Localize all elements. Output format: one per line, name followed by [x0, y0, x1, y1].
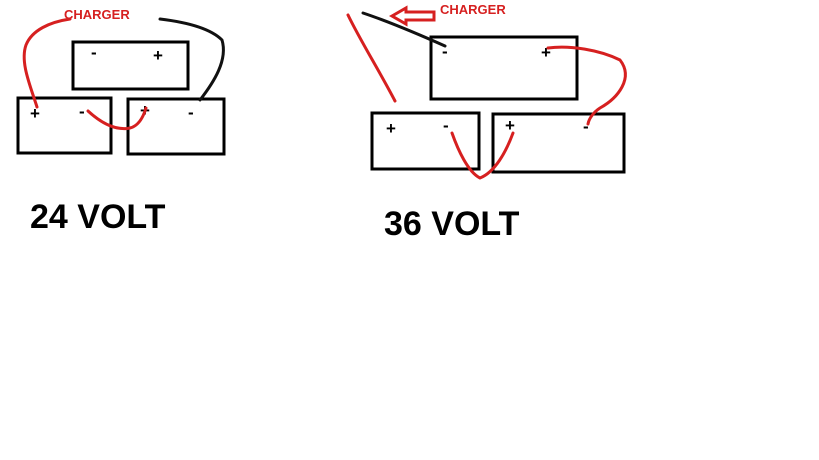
diagram-24-volt: - + + - + - CHARGER 24 VOLT	[16, 7, 226, 236]
terminal-negative: -	[188, 103, 194, 122]
charger-label: CHARGER	[64, 7, 130, 22]
voltage-label: 36 VOLT	[384, 205, 520, 243]
terminal-positive: +	[505, 116, 515, 135]
charger-positive-wire	[346, 13, 397, 103]
battery-bottom-right	[126, 97, 226, 156]
terminal-positive: +	[386, 119, 396, 138]
terminal-negative: -	[442, 42, 448, 61]
battery-top	[71, 40, 190, 91]
terminal-negative: -	[583, 117, 589, 136]
charger-label: CHARGER	[440, 2, 506, 17]
terminal-negative: -	[443, 116, 449, 135]
charger-negative-wire	[158, 17, 225, 102]
diagram-36-volt: - + + - + - CHARGER 36 VOLT	[346, 2, 627, 243]
charger-negative-wire	[361, 11, 447, 48]
terminal-positive: +	[30, 104, 40, 123]
arrow-left-icon	[388, 5, 436, 27]
series-jumper-wire-bottom	[450, 131, 515, 180]
battery-bottom-left	[16, 96, 113, 155]
charger-positive-wire	[22, 17, 72, 109]
terminal-positive: +	[153, 46, 163, 65]
series-jumper-wire-top	[546, 45, 627, 126]
voltage-label: 24 VOLT	[30, 198, 166, 236]
terminal-negative: -	[79, 102, 85, 121]
battery-bottom-left	[370, 111, 481, 171]
series-jumper-wire	[86, 106, 148, 131]
battery-bottom-right	[491, 112, 626, 174]
terminal-negative: -	[91, 43, 97, 62]
terminal-positive: +	[541, 43, 551, 62]
